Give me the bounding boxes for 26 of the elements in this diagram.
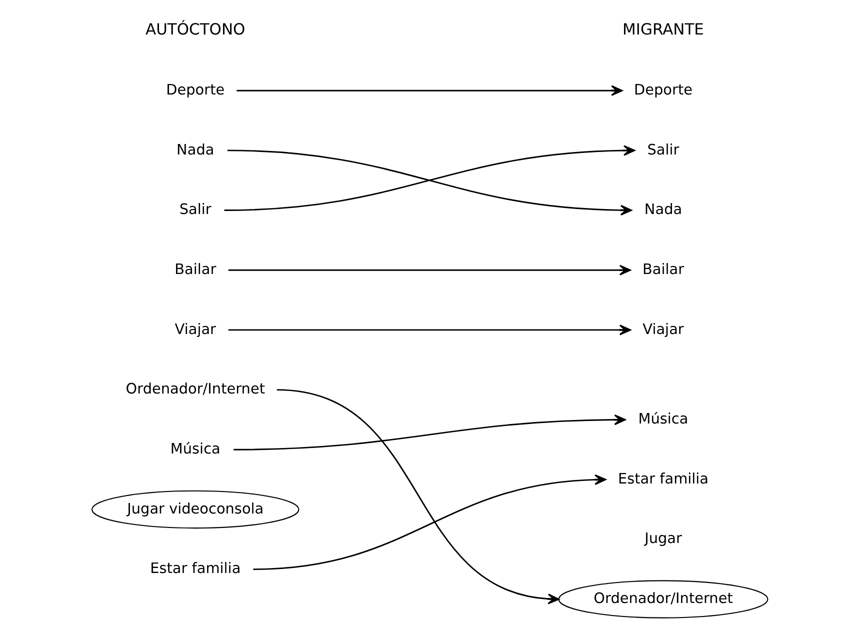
node-text: Bailar (642, 262, 684, 278)
node-ellipse: Jugar videoconsola (91, 490, 299, 529)
node-text: Nada (644, 202, 682, 218)
arrow (236, 85, 622, 96)
node-text: Ordenador/Internet (125, 382, 265, 398)
arrow (252, 474, 606, 570)
node-text: Viajar (174, 322, 216, 338)
node-text: Estar familia (617, 471, 708, 488)
label: AUTÓCTONO (145, 20, 245, 38)
node-text: Deporte (166, 82, 224, 98)
node-text: Salir (646, 142, 679, 158)
node-text: Música (170, 441, 220, 458)
arrow (228, 324, 630, 336)
node-text: Viajar (642, 322, 684, 338)
node-text: Nada (176, 142, 214, 158)
label: MIGRANTE (622, 20, 704, 38)
node-text: Salir (178, 202, 211, 218)
node-ellipse: Ordenador/Internet (558, 580, 768, 618)
arrow (276, 389, 559, 604)
arrow (233, 414, 626, 450)
arrow (228, 264, 630, 276)
node-text: Jugar (644, 531, 682, 548)
node-text: Deporte (634, 82, 692, 98)
node-text: Estar familia (150, 561, 240, 578)
node-text: Música (638, 412, 688, 428)
node-text: Bailar (174, 262, 216, 278)
